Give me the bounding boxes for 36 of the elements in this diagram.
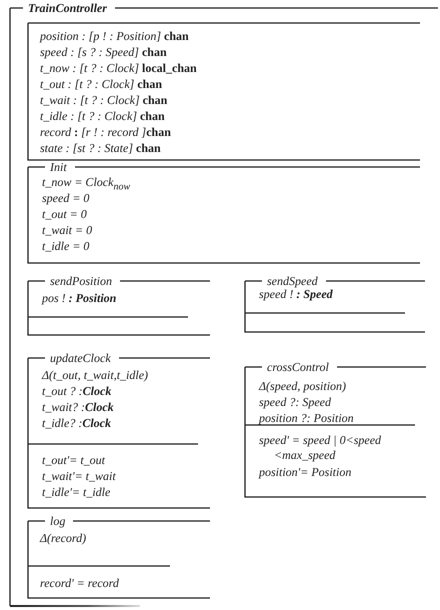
formula-line: position : [p ! : Position] chan bbox=[40, 29, 189, 44]
formula-line: t_wait'= t_wait bbox=[42, 469, 116, 484]
formula-line: speed ?: Speed bbox=[259, 395, 331, 410]
schema-name: sendSpeed bbox=[267, 274, 318, 288]
formula-line: speed : [s ? : Speed] chan bbox=[40, 45, 167, 60]
formula-line: t_idle'= t_idle bbox=[42, 485, 110, 500]
formula-line: t_wait? :Clock bbox=[42, 400, 114, 415]
formula-line: Δ(speed, position) bbox=[259, 379, 346, 394]
formula-line: t_idle = 0 bbox=[42, 239, 90, 254]
formula-line: Δ(t_out, t_wait,t_idle) bbox=[42, 368, 148, 383]
formula-line: t_now = Clock$_{now}$ bbox=[42, 175, 130, 194]
formula-line: record' = record bbox=[40, 576, 119, 591]
schema-box bbox=[28, 23, 420, 160]
formula-line: speed = 0 bbox=[42, 191, 90, 206]
schema-name: crossControl bbox=[267, 360, 329, 374]
formula-line: t_idle? :Clock bbox=[42, 416, 111, 431]
formula-line: t_out : [t ? : Clock] chan bbox=[40, 77, 162, 92]
formula-line: state : [st ? : State] chan bbox=[40, 141, 161, 156]
formula-line: t_wait = 0 bbox=[42, 223, 92, 238]
formula-line: t_now : [t ? : Clock] local_chan bbox=[40, 61, 197, 76]
formula-line: t_out'= t_out bbox=[42, 453, 105, 468]
formula-line: position'= Position bbox=[259, 465, 352, 480]
formula-line: t_out = 0 bbox=[42, 207, 87, 222]
formula-line: speed ! : Speed bbox=[259, 287, 333, 302]
schema-name: Init bbox=[50, 160, 67, 174]
schema-name: sendPosition bbox=[50, 274, 112, 288]
formula-line: record : [r ! : record ]chan bbox=[40, 125, 171, 140]
formula-line: t_wait : [t ? : Clock] chan bbox=[40, 93, 168, 108]
formula-line: t_idle : [t ? : Clock] chan bbox=[40, 109, 165, 124]
formula-line: pos ! : Position bbox=[42, 291, 116, 306]
formula-line: t_out ? :Clock bbox=[42, 384, 112, 399]
schema-name: updateClock bbox=[50, 351, 111, 365]
formula-line: position ?: Position bbox=[259, 411, 354, 426]
schema-name: log bbox=[50, 514, 66, 528]
formula-line: Δ(record) bbox=[40, 531, 86, 546]
schema-name: TrainController bbox=[28, 1, 107, 15]
